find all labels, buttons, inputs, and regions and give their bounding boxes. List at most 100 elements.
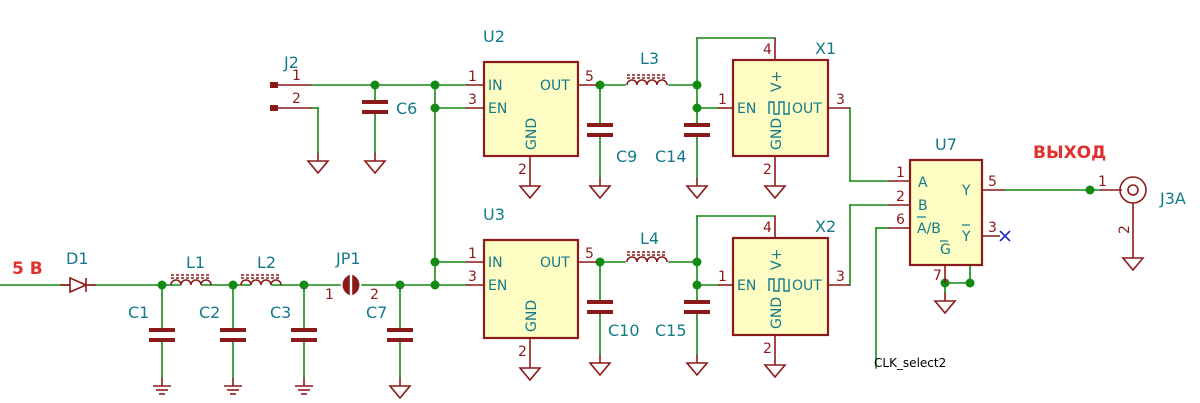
ground-c14 [686, 177, 708, 199]
u7-pin-3: 3 [988, 220, 997, 236]
u7-pin-5: 5 [988, 174, 997, 190]
regulator-u2 [466, 60, 597, 178]
inductor-l1 [170, 274, 212, 286]
x1-pin-1: 1 [718, 92, 727, 108]
capacitor-c10 [585, 300, 615, 314]
ref-x1: X1 [815, 39, 836, 58]
x2-pin-2: 2 [763, 341, 772, 357]
coax-connector-j3a [1100, 176, 1147, 250]
ref-l3: L3 [640, 49, 659, 68]
wires [0, 37, 1101, 379]
ref-jp1: JP1 [335, 249, 361, 268]
ref-c6: C6 [396, 99, 417, 118]
ground-c9 [589, 177, 611, 199]
ground-u2 [519, 177, 541, 199]
inductor-l4 [626, 251, 668, 263]
oscillator-x2 [718, 216, 850, 357]
u3-pin-1: 1 [468, 246, 477, 262]
inductor-l3 [626, 74, 668, 86]
x2-en-label: EN [737, 278, 756, 294]
ground-u7 [934, 292, 956, 314]
x1-pin-3: 3 [836, 92, 845, 108]
x1-gnd-label: GND [769, 118, 785, 150]
u7-ybar-label: Y [961, 229, 971, 245]
multiplexer-u7 [888, 158, 1011, 283]
ground-j3a [1122, 249, 1144, 271]
x2-out-label: OUT [792, 278, 822, 294]
ground-u3 [519, 359, 541, 381]
ground-x2 [764, 356, 786, 378]
j2-pin-2: 2 [292, 91, 301, 107]
u7-y-label: Y [961, 183, 971, 199]
u7-pin-1: 1 [896, 165, 905, 181]
ref-u7: U7 [935, 135, 957, 154]
capacitor-c9 [585, 123, 615, 137]
ref-l4: L4 [640, 229, 659, 248]
u2-en-label: EN [488, 101, 507, 117]
ground-c6 [364, 152, 386, 174]
ref-c7: C7 [366, 303, 387, 322]
ref-x2: X2 [815, 217, 836, 236]
net-label-clk-select: CLK_select2 [874, 356, 946, 370]
jp1-pin-2: 2 [370, 287, 379, 303]
u2-pin-3: 3 [468, 92, 477, 108]
output-label: ВЫХОД [1033, 143, 1106, 163]
ref-u3: U3 [483, 205, 505, 224]
capacitor-c15 [682, 300, 712, 314]
u2-pin-1: 1 [468, 69, 477, 85]
x2-gnd-label: GND [769, 297, 785, 329]
capacitor-c14 [682, 123, 712, 137]
ref-j2: J2 [283, 53, 299, 72]
ref-c1: C1 [128, 303, 149, 322]
chassis-ground-c3 [294, 377, 314, 395]
u3-out-label: OUT [540, 255, 570, 271]
x2-pin-4: 4 [763, 220, 772, 236]
u2-gnd-label: GND [524, 118, 540, 150]
input-voltage-label: 5 В [12, 259, 43, 279]
regulator-u3 [466, 238, 597, 360]
ref-c9: C9 [616, 147, 637, 166]
diode-d1 [60, 276, 96, 294]
ref-j3a: J3A [1159, 189, 1186, 208]
u3-in-label: IN [488, 255, 503, 271]
ref-c3: C3 [270, 303, 291, 322]
u2-pin-2: 2 [518, 162, 527, 178]
u3-gnd-label: GND [524, 300, 540, 332]
u7-g-label: G [940, 242, 951, 258]
u7-pin-2: 2 [896, 189, 905, 205]
x2-vplus-label: V+ [769, 249, 785, 270]
u7-ab-label: A/B [917, 221, 941, 237]
ref-u2: U2 [483, 27, 505, 46]
ground-j2 [307, 152, 329, 174]
connector-j2 [270, 82, 312, 111]
j3a-pin-1: 1 [1098, 174, 1107, 190]
chassis-ground-c2 [223, 377, 243, 395]
x1-pin-4: 4 [763, 42, 772, 58]
j3a-pin-2: 2 [1117, 225, 1133, 234]
ref-c14: C14 [655, 147, 687, 166]
oscillator-x1 [718, 38, 850, 178]
u7-pin-6: 6 [896, 212, 905, 228]
junction-dots [157, 80, 1095, 290]
ground-c10 [589, 354, 611, 376]
u7-pin-7: 7 [933, 268, 942, 284]
ref-l1: L1 [186, 253, 205, 272]
u7-b-label: B [918, 198, 928, 214]
x1-en-label: EN [737, 101, 756, 117]
inductor-l2 [240, 274, 282, 286]
capacitor-c6 [360, 100, 390, 114]
capacitor-c1 [147, 328, 177, 342]
x2-pin-1: 1 [718, 269, 727, 285]
ref-l2: L2 [257, 253, 276, 272]
x2-pin-3: 3 [836, 269, 845, 285]
ref-c10: C10 [608, 321, 640, 340]
capacitor-c2 [218, 328, 248, 342]
x1-pin-2: 2 [763, 162, 772, 178]
ref-d1: D1 [66, 249, 89, 268]
ground-c15 [686, 354, 708, 376]
u2-out-label: OUT [540, 78, 570, 94]
u2-pin-5: 5 [585, 69, 594, 85]
jp1-pin-1: 1 [325, 287, 334, 303]
ref-c15: C15 [655, 321, 687, 340]
